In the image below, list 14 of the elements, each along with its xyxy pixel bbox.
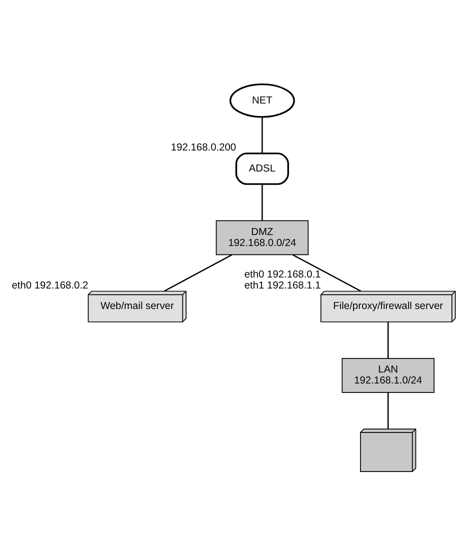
connector [387, 322, 389, 358]
node-label: eth0 192.168.0.1 [244, 269, 321, 280]
connector [292, 254, 362, 292]
connector [262, 184, 263, 221]
connector [387, 392, 389, 429]
node-label: 192.168.0.200 [170, 142, 236, 154]
node-box: LAN 192.168.1.0/24 [342, 358, 434, 393]
connector [164, 254, 232, 292]
node-label: eth0 192.168.0.2 [12, 280, 88, 292]
connector [262, 116, 263, 154]
node-box: ADSL [235, 152, 289, 185]
node-ellipse: NET [230, 83, 295, 118]
node-box: DMZ 192.168.0.0/24 [216, 220, 309, 256]
node-label: eth1 192.168.1.1 [244, 280, 321, 292]
